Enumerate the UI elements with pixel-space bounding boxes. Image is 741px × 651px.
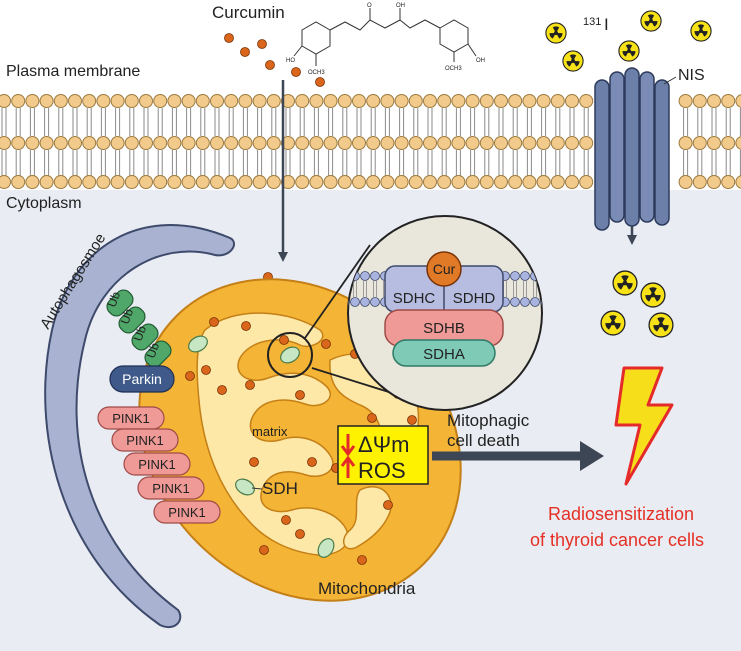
ubiquitin-chain: [106, 289, 172, 368]
ub-label: Ub: [118, 307, 137, 327]
parkin-protein: [109, 365, 175, 393]
radioactive-icon: [562, 50, 584, 72]
nis-transporter: [594, 67, 670, 231]
structure-label: OH: [396, 3, 405, 9]
arrow-down-icon: [340, 434, 356, 457]
radioactive-icon: [600, 310, 626, 336]
curcumin-label: Curcumin: [212, 3, 285, 22]
pink1-label: PINK1: [168, 505, 206, 520]
cytoplasm-label: Cytoplasm: [6, 195, 82, 212]
mitophagic-label: Mitophagic: [447, 411, 530, 430]
radiosensitization-label: of thyroid cancer cells: [530, 530, 704, 550]
radioactive-icon: [690, 20, 712, 42]
nis-label: NIS: [678, 67, 705, 84]
pink1-label: PINK1: [138, 457, 176, 472]
cur-label: Cur: [433, 261, 456, 277]
sdh-complexes: [188, 335, 335, 558]
sdhd-label: SDHD: [453, 290, 496, 307]
pink1-label: PINK1: [152, 481, 190, 496]
cur-ball: [426, 251, 462, 287]
plasma-membrane-label: Plasma membrane: [6, 63, 140, 80]
matrix-label: matrix: [252, 424, 288, 439]
sdh-zoom-inset: Cur SDHC SDHD SDHB SDHA: [347, 215, 543, 411]
structure-label: OH: [476, 58, 485, 64]
structure-label: O: [367, 3, 372, 9]
radioactive-icon: [612, 270, 638, 296]
iodine-mass-number: 131: [583, 16, 601, 28]
radioactive-icon: [640, 282, 666, 308]
structure-label: HO: [286, 58, 295, 64]
parkin-label: Parkin: [122, 371, 162, 387]
delta-psi-label: ΔΨm: [358, 432, 409, 457]
zoom-source-circle: [267, 332, 313, 378]
curcumin-molecules-extracellular: [224, 33, 325, 87]
radioactive-icon: [618, 40, 640, 62]
ros-membrane-potential-box: [337, 425, 429, 485]
sdhc-label: SDHC: [393, 290, 436, 307]
ros-label: ROS: [358, 458, 406, 483]
sdha-label: SDHA: [423, 346, 465, 363]
arrow-up-icon: [340, 455, 356, 478]
mitophagic-label: cell death: [447, 431, 520, 450]
mitochondria-label: Mitochondria: [318, 579, 416, 598]
ub-label: Ub: [131, 324, 150, 344]
pink1-label: PINK1: [112, 411, 150, 426]
mitophagic-arrow-head: [580, 441, 604, 471]
lightning-icon: [614, 366, 674, 486]
ub-label: Ub: [105, 290, 124, 310]
radioactive-icon: [648, 312, 674, 338]
iodine-label: I: [604, 15, 609, 34]
pink1-stack: [97, 406, 221, 524]
pink1-label: PINK1: [126, 433, 164, 448]
radioactive-icon: [545, 22, 567, 44]
ub-label: Ub: [144, 341, 163, 361]
curcumin-structure: [293, 8, 477, 66]
autophagosome: [44, 224, 235, 629]
structure-label: OCH3: [445, 66, 462, 72]
structure-label: OCH3: [308, 70, 325, 76]
radiosensitization-label: Radiosensitization: [548, 504, 694, 524]
sdha-subunit: [392, 339, 496, 367]
sdh-label: SDH: [262, 479, 298, 498]
radioactive-icon: [640, 10, 662, 32]
sdhb-label: SDHB: [423, 320, 465, 337]
